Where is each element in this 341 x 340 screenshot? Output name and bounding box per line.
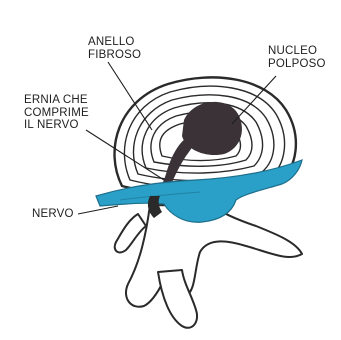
label-nerve-line1: NERVO bbox=[32, 208, 74, 221]
label-annulus: ANELLO FIBROSO bbox=[88, 36, 141, 61]
label-annulus-line1: ANELLO bbox=[88, 36, 141, 49]
label-hernia-line1: ERNIA CHE bbox=[24, 94, 89, 107]
label-nucleus-line2: POLPOSO bbox=[268, 58, 326, 71]
label-nucleus: NUCLEO POLPOSO bbox=[268, 45, 326, 70]
vertebral-arch bbox=[115, 205, 302, 328]
label-annulus-line2: FIBROSO bbox=[88, 49, 141, 62]
label-hernia-line3: IL NERVO bbox=[24, 119, 89, 132]
label-nucleus-line1: NUCLEO bbox=[268, 45, 326, 58]
label-hernia: ERNIA CHE COMPRIME IL NERVO bbox=[24, 94, 89, 132]
label-hernia-line2: COMPRIME bbox=[24, 107, 89, 120]
label-nerve: NERVO bbox=[32, 208, 74, 221]
